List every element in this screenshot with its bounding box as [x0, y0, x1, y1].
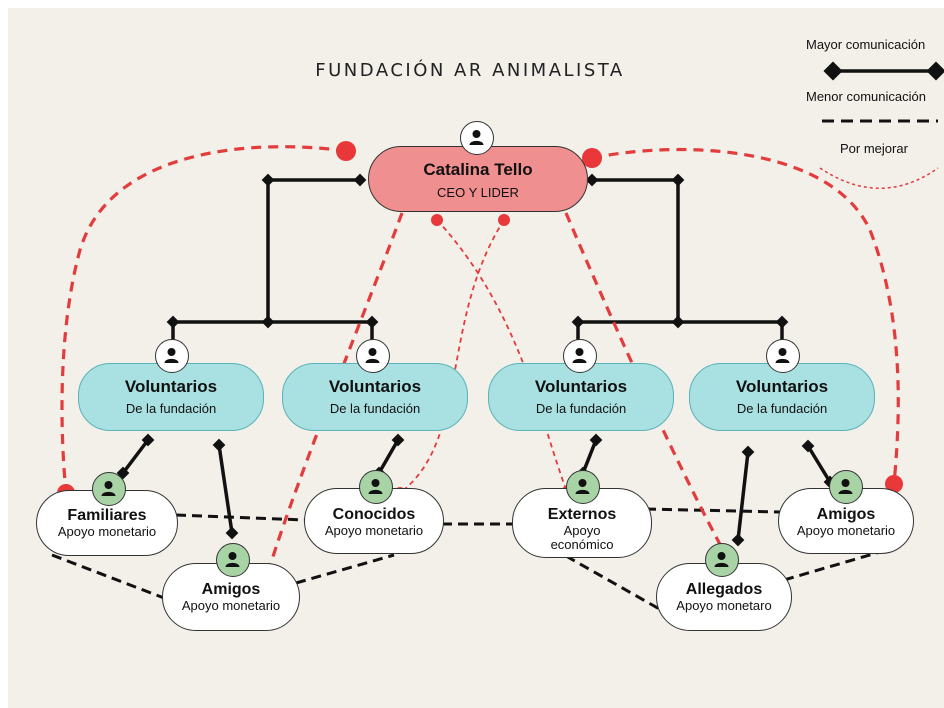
ceo-name: Catalina Tello — [423, 160, 533, 179]
volunteers-subtitle: De la fundación — [125, 401, 217, 416]
ceo-node[interactable]: Catalina Tello CEO Y LIDER — [368, 146, 588, 212]
familiares-title: Familiares — [67, 507, 147, 524]
improvement-endpoints — [57, 141, 903, 502]
person-icon — [829, 470, 863, 504]
person-icon — [705, 543, 739, 577]
allegados-title: Allegados — [685, 581, 763, 598]
amigos-subtitle: Apoyo monetario — [796, 523, 896, 538]
person-icon — [216, 543, 250, 577]
legend-improve-label: Por mejorar — [840, 141, 908, 156]
amigos-title: Amigos — [201, 581, 261, 598]
volunteers-title: Voluntarios — [124, 377, 218, 396]
familiares-subtitle: Apoyo monetario — [57, 524, 157, 539]
externos-title: Externos — [547, 506, 617, 523]
externos-subtitle: Apoyo económico — [550, 523, 614, 552]
volunteers-node-2[interactable]: Voluntarios De la fundación — [282, 363, 468, 431]
legend-strong-line — [823, 61, 944, 81]
legend-improve-line — [819, 167, 939, 189]
conocidos-subtitle: Apoyo monetario — [324, 523, 424, 538]
strong-communication-lines — [121, 178, 832, 541]
person-icon — [563, 339, 597, 373]
person-icon — [766, 339, 800, 373]
allegados-subtitle: Apoyo monetaro — [676, 598, 772, 613]
person-icon — [359, 470, 393, 504]
amigos-subtitle: Apoyo monetario — [181, 598, 281, 613]
improvement-lines-thin — [399, 219, 568, 494]
volunteers-title: Voluntarios — [735, 377, 829, 396]
page-title: FUNDACIÓN AR ANIMALISTA — [315, 60, 625, 81]
volunteers-node-3[interactable]: Voluntarios De la fundación — [488, 363, 674, 431]
volunteers-subtitle: De la fundación — [329, 401, 421, 416]
weak-communication-lines — [51, 507, 881, 617]
volunteers-title: Voluntarios — [534, 377, 628, 396]
volunteers-node-1[interactable]: Voluntarios De la fundación — [78, 363, 264, 431]
ceo-role: CEO Y LIDER — [437, 185, 519, 200]
conocidos-title: Conocidos — [332, 506, 416, 523]
volunteers-subtitle: De la fundación — [535, 401, 627, 416]
amigos-node-left[interactable]: Amigos Apoyo monetario — [162, 563, 300, 631]
person-icon — [566, 470, 600, 504]
amigos-title: Amigos — [816, 506, 876, 523]
volunteers-subtitle: De la fundación — [736, 401, 828, 416]
legend-strong-label: Mayor comunicación — [806, 37, 926, 52]
volunteers-title: Voluntarios — [328, 377, 422, 396]
person-icon — [155, 339, 189, 373]
person-icon — [92, 472, 126, 506]
legend-weak-label: Menor comunicación — [806, 89, 926, 104]
person-icon — [460, 121, 494, 155]
person-icon — [356, 339, 390, 373]
improvement-lines — [60, 145, 900, 567]
volunteers-node-4[interactable]: Voluntarios De la fundación — [689, 363, 875, 431]
